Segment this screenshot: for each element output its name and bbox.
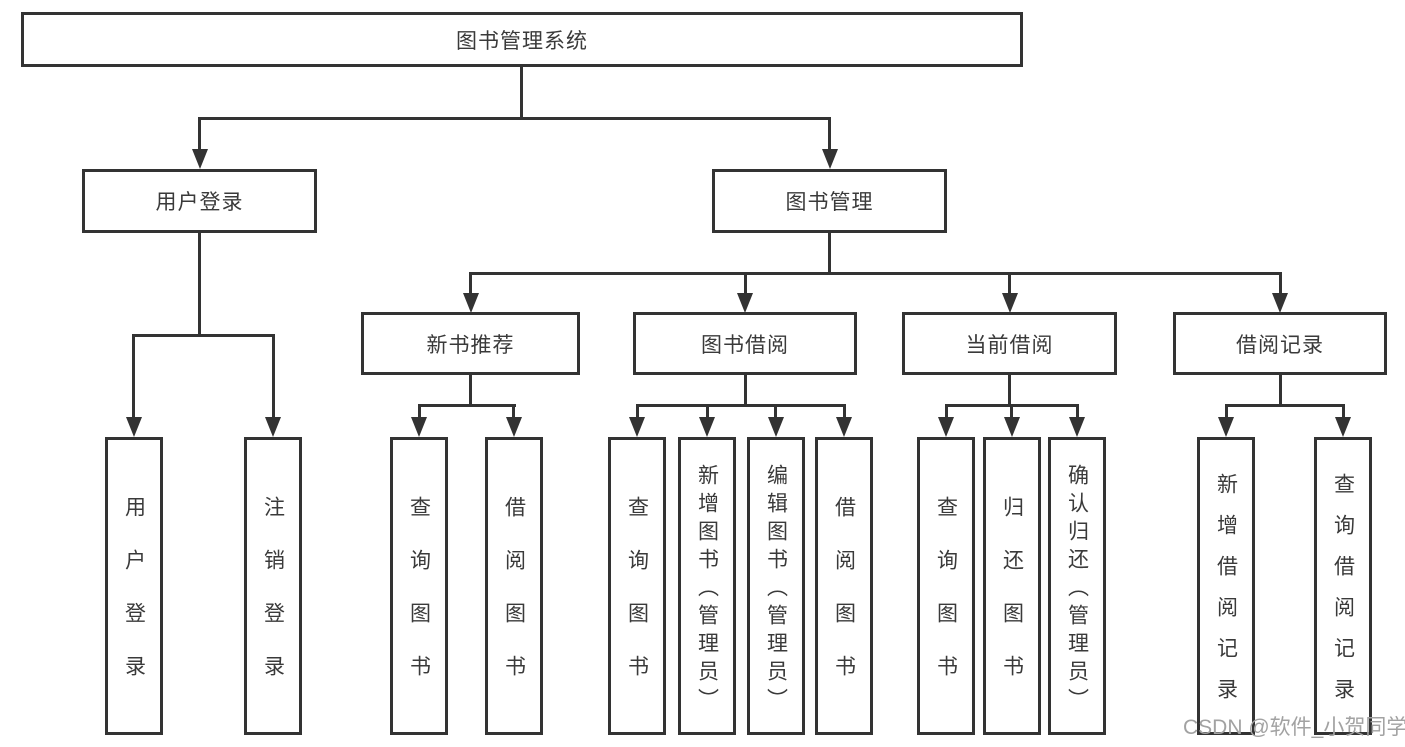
arrow-down: [192, 149, 208, 169]
line-h: [636, 404, 846, 407]
line-v: [520, 67, 523, 118]
line-h: [469, 272, 1282, 275]
line-v: [469, 375, 472, 407]
leaf-user-login: 用户登录: [105, 437, 163, 735]
node-borrow-records: 借阅记录: [1173, 312, 1387, 375]
leaf-br-query-record: 查询借阅记录: [1314, 437, 1372, 735]
line-v: [828, 117, 831, 152]
leaf-bb-query-books: 查询图书: [608, 437, 666, 735]
leaf-br-add-record: 新增借阅记录: [1197, 437, 1255, 735]
leaf-label: 注销登录: [261, 496, 285, 708]
node-book-borrowing: 图书借阅: [633, 312, 857, 375]
line-v: [744, 375, 747, 407]
arrow-down: [1069, 417, 1085, 437]
node-current-borrowing: 当前借阅: [902, 312, 1117, 375]
arrow-down: [822, 149, 838, 169]
arrow-down: [768, 417, 784, 437]
leaf-cb-query-books: 查询图书: [917, 437, 975, 735]
leaf-nb-query-books: 查询图书: [390, 437, 448, 735]
leaf-label: 查询借阅记录: [1331, 473, 1355, 719]
line-v: [774, 404, 777, 419]
node-new-book-recommend: 新书推荐: [361, 312, 580, 375]
line-v: [272, 334, 275, 418]
arrow-down: [265, 417, 281, 437]
leaf-cb-return-books: 归还图书: [983, 437, 1041, 735]
leaf-label: 借阅图书: [502, 496, 526, 708]
line-v: [1076, 404, 1079, 419]
line-h: [1225, 404, 1344, 407]
line-v: [1279, 272, 1282, 295]
arrow-down: [699, 417, 715, 437]
line-v: [843, 404, 846, 419]
leaf-label: 新增图书（管理员）: [695, 463, 719, 716]
line-h: [132, 334, 275, 337]
leaf-label: 归还图书: [1000, 496, 1024, 708]
leaf-label: 查询图书: [625, 496, 649, 708]
arrow-down: [938, 417, 954, 437]
arrow-down: [629, 417, 645, 437]
leaf-label: 用户登录: [122, 496, 146, 708]
arrow-down: [1335, 417, 1351, 437]
line-v: [1342, 404, 1345, 419]
line-v: [1279, 375, 1282, 407]
leaf-nb-borrow-books: 借阅图书: [485, 437, 543, 735]
leaf-bb-add-books-admin: 新增图书（管理员）: [678, 437, 736, 735]
node-library-system: 图书管理系统: [21, 12, 1023, 67]
leaf-label: 查询图书: [934, 496, 958, 708]
leaf-label: 查询图书: [407, 496, 431, 708]
arrow-down: [411, 417, 427, 437]
arrow-down: [1218, 417, 1234, 437]
leaf-bb-borrow-books: 借阅图书: [815, 437, 873, 735]
line-v: [512, 404, 515, 419]
line-h: [418, 404, 516, 407]
arrow-down: [836, 417, 852, 437]
node-book-management: 图书管理: [712, 169, 947, 233]
line-v: [469, 272, 472, 295]
line-v: [1010, 404, 1013, 419]
line-v: [198, 233, 201, 337]
arrow-down: [463, 293, 479, 313]
line-v: [198, 117, 201, 152]
leaf-label: 借阅图书: [832, 496, 856, 708]
line-v: [1008, 272, 1011, 295]
arrow-down: [1272, 293, 1288, 313]
leaf-label: 确认归还（管理员）: [1065, 463, 1089, 716]
line-v: [636, 404, 639, 419]
line-v: [828, 233, 831, 275]
line-v: [744, 272, 747, 295]
arrow-down: [737, 293, 753, 313]
line-v: [418, 404, 421, 419]
line-v: [706, 404, 709, 419]
line-v: [945, 404, 948, 419]
leaf-bb-edit-books-admin: 编辑图书（管理员）: [747, 437, 805, 735]
node-user-login: 用户登录: [82, 169, 317, 233]
arrow-down: [126, 417, 142, 437]
line-v: [132, 334, 135, 418]
line-v: [1225, 404, 1228, 419]
leaf-label: 编辑图书（管理员）: [764, 463, 788, 716]
leaf-logout: 注销登录: [244, 437, 302, 735]
leaf-label: 新增借阅记录: [1214, 473, 1238, 719]
leaf-cb-confirm-return-admin: 确认归还（管理员）: [1048, 437, 1106, 735]
watermark: CSDN @软件_小贺同学: [1183, 716, 1405, 739]
arrow-down: [1004, 417, 1020, 437]
line-h: [198, 117, 831, 120]
arrow-down: [506, 417, 522, 437]
line-v: [1008, 375, 1011, 407]
arrow-down: [1002, 293, 1018, 313]
